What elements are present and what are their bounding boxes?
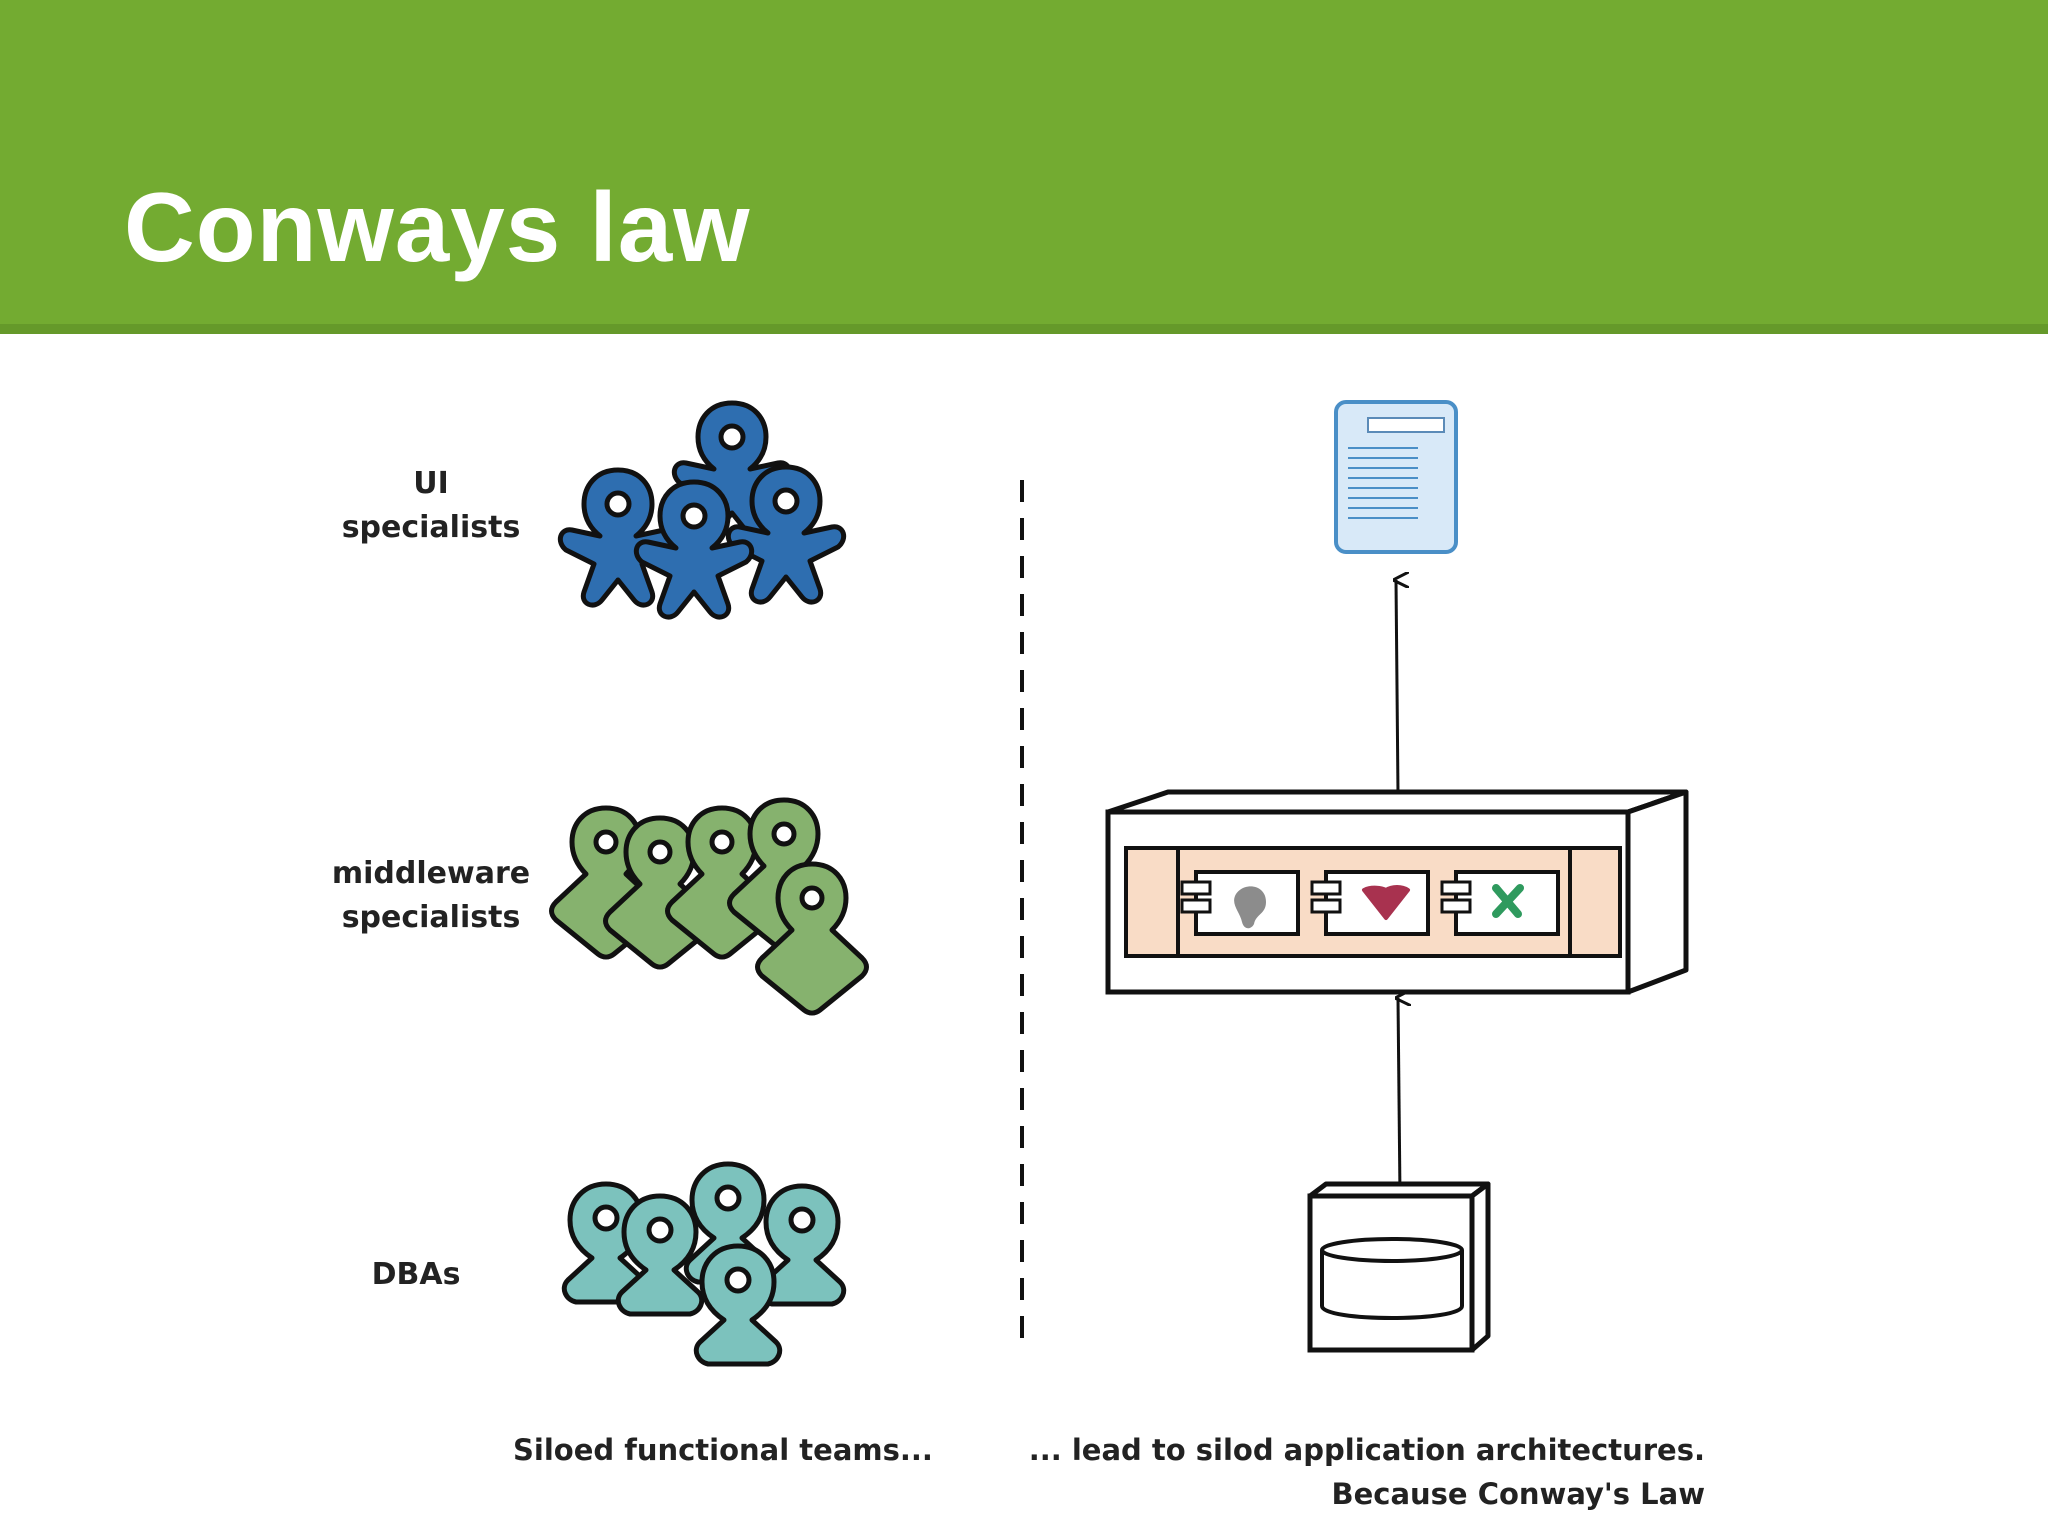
slide-title: Conways law (124, 172, 751, 282)
database-icon (1307, 1181, 1491, 1353)
team-label-middleware: middleware specialists (331, 856, 531, 935)
caption-right-line2: Because Conway's Law (1331, 1477, 1705, 1511)
caption-left: Siloed functional teams... (513, 1433, 933, 1467)
slide-header: Conways law (0, 0, 2048, 334)
component-blob-icon (1180, 870, 1300, 936)
dba-team-icon-group (564, 1164, 843, 1364)
document-icon (1334, 400, 1458, 554)
person-icon (696, 1246, 779, 1364)
person-icon (618, 1196, 701, 1314)
arrow-to-application (1398, 998, 1400, 1197)
component-heart-icon (1310, 870, 1430, 936)
ui-team-icon-group (560, 403, 843, 617)
middleware-team-icon-group (552, 800, 867, 1013)
team-label-dba: DBAs (371, 1257, 461, 1292)
caption-right-line1: ... lead to silod application architectu… (1028, 1433, 1705, 1467)
person-icon (560, 470, 675, 605)
component-x-icon (1440, 870, 1560, 936)
arrow-to-document (1396, 580, 1398, 795)
team-label-ui: UI specialists (341, 466, 521, 545)
